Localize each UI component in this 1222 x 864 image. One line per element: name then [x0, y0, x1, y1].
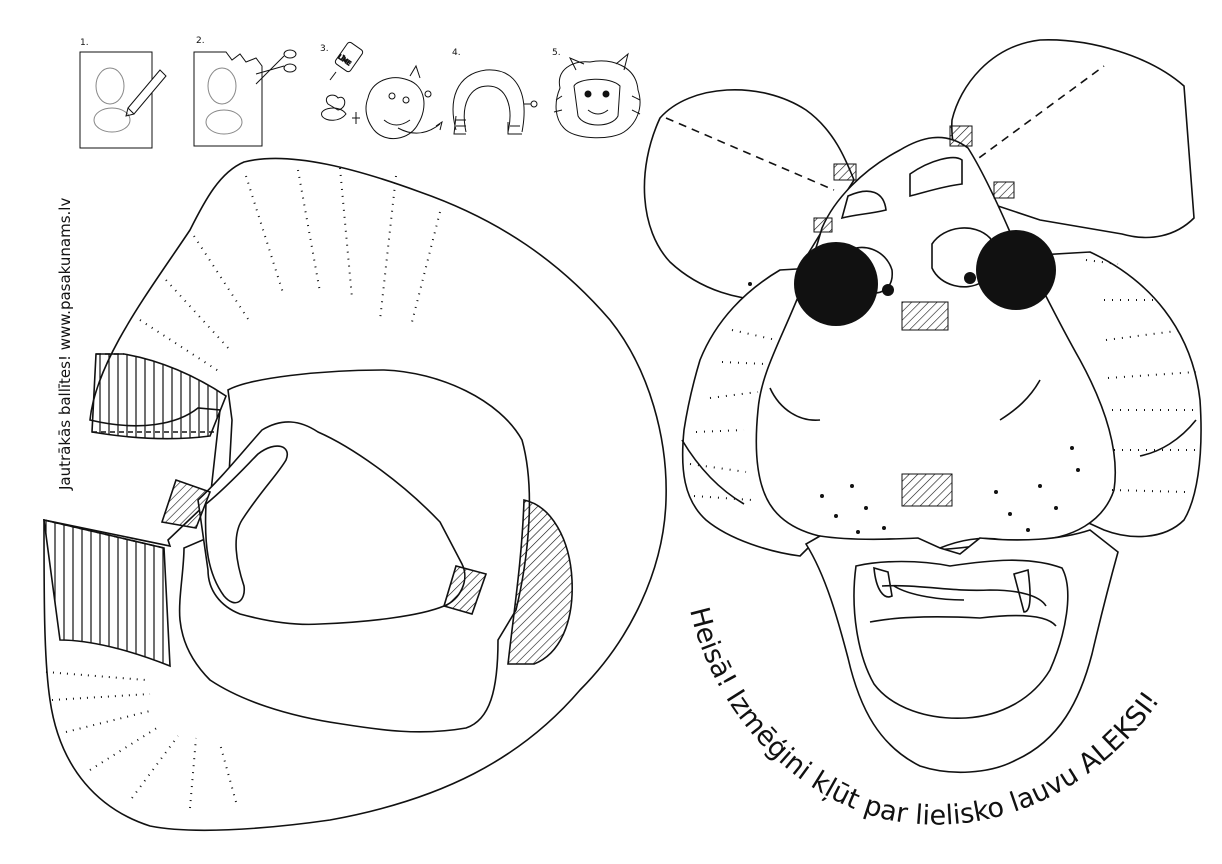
mane-cutout-piece: [43, 157, 667, 832]
glue-tab-chin: [901, 473, 953, 507]
step-1-pencil-trace-icon: [79, 51, 167, 149]
right-eye-dot: [964, 272, 976, 284]
step-5-number: 5.: [552, 48, 561, 58]
glue-tab-nose-top: [901, 301, 949, 331]
step-2-number: 2.: [196, 36, 205, 46]
step-4-number: 4.: [452, 48, 461, 58]
glue-tab-nose-left: [160, 478, 212, 529]
step-3-glue-assemble-icon: LĪME: [321, 41, 443, 139]
left-eye-dot: [882, 284, 894, 296]
glue-tab-mane-right: [507, 499, 573, 665]
glue-tab-brow-right: [993, 181, 1015, 199]
lion-face: [755, 136, 1117, 549]
glue-tab-ear-right: [949, 125, 973, 147]
lion-jaw: [804, 529, 1119, 773]
mane-fold-lines: [45, 167, 441, 809]
whisker-dots: [820, 446, 1080, 534]
step-2-scissors-cut-icon: [193, 49, 297, 147]
head-fold-lines: [689, 259, 1198, 501]
step-1-number: 1.: [80, 38, 89, 48]
left-eye-pupil-large: [794, 242, 878, 326]
glue-tab-brow-left: [813, 217, 833, 233]
lion-mouth: [853, 559, 1069, 719]
glue-tab-mane-bottom: [43, 518, 171, 668]
step-4-mane-fold-icon: [452, 69, 538, 135]
mane-strands: [681, 419, 1197, 505]
glue-tab-nose-right: [443, 565, 488, 615]
glue-tab-ear-left: [833, 163, 857, 181]
step-3-number: 3.: [320, 44, 329, 54]
glue-tab-mane-top: [91, 353, 227, 440]
right-eye-pupil-large: [976, 230, 1056, 310]
step-5-finished-mask-icon: [553, 52, 641, 139]
